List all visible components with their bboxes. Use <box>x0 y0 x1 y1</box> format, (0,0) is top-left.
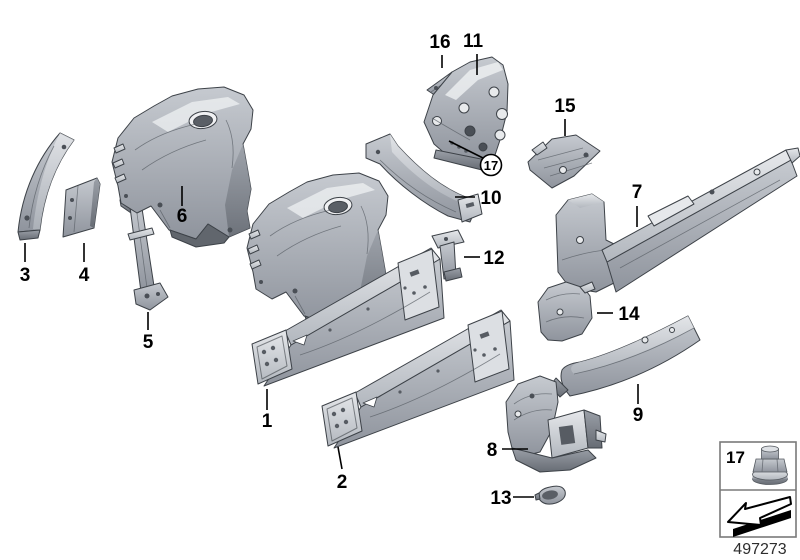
callout-7: 7 <box>632 182 643 227</box>
part-15-ribbed-plate <box>527 134 601 189</box>
legend-fastener-label[interactable]: 17 <box>726 448 745 467</box>
callout-label-15[interactable]: 15 <box>554 96 576 117</box>
callout-3: 3 <box>20 243 31 286</box>
callout-8: 8 <box>487 440 528 461</box>
callout-9: 9 <box>633 384 644 426</box>
leader-line <box>337 446 343 470</box>
callout-label-12[interactable]: 12 <box>483 248 504 269</box>
part-12-angle-bracket <box>431 229 465 282</box>
callout-label-9[interactable]: 9 <box>633 405 644 426</box>
callout-label-7[interactable]: 7 <box>632 182 643 203</box>
part-8-wheelhouse-bracket <box>505 375 607 473</box>
callout-label-5[interactable]: 5 <box>143 332 154 353</box>
callout-label-11[interactable]: 11 <box>463 31 484 52</box>
callout-16: 16 <box>429 32 451 68</box>
callout-label-17[interactable]: 17 <box>484 158 498 173</box>
part-4-panel <box>62 177 101 238</box>
callout-10: 10 <box>455 188 502 209</box>
part-9-support-rail <box>549 315 701 398</box>
callouts: 1 2 3 4 5 6 7 8 9 10 11 12 13 14 15 16 1… <box>20 31 644 509</box>
callout-label-16[interactable]: 16 <box>429 32 450 53</box>
callout-12: 12 <box>464 248 505 269</box>
callout-label-8[interactable]: 8 <box>487 440 498 461</box>
flange-nut-icon <box>752 445 788 485</box>
drawing-number: 497273 <box>733 541 786 558</box>
part-7-side-member-extension <box>555 147 800 293</box>
callout-2: 2 <box>337 446 348 493</box>
callout-label-1[interactable]: 1 <box>262 411 273 432</box>
leader-line <box>448 140 484 159</box>
callout-circle <box>479 153 503 177</box>
callout-label-13[interactable]: 13 <box>490 488 511 509</box>
part-11-apron-plate <box>423 56 509 171</box>
callout-14: 14 <box>597 304 640 325</box>
callout-13: 13 <box>490 488 534 509</box>
callout-label-3[interactable]: 3 <box>20 265 31 286</box>
callout-label-14[interactable]: 14 <box>618 304 640 325</box>
part-13-cap <box>534 485 566 505</box>
part-1-engine-support-left <box>246 172 445 387</box>
callout-label-10[interactable]: 10 <box>480 188 501 209</box>
callout-label-6[interactable]: 6 <box>177 206 188 227</box>
callout-6: 6 <box>177 186 188 227</box>
callout-1: 1 <box>262 389 273 432</box>
direction-arrow-icon <box>727 496 792 537</box>
callout-4: 4 <box>79 243 90 286</box>
legend-box[interactable]: 17 <box>719 441 797 538</box>
callout-label-4[interactable]: 4 <box>79 265 90 286</box>
callout-17-circled: 17 <box>448 140 503 177</box>
callout-15: 15 <box>554 96 576 136</box>
part-3-wheel-arch-strut <box>17 132 75 241</box>
callout-label-2[interactable]: 2 <box>337 472 348 493</box>
part-14-bracket <box>537 281 596 342</box>
callout-11: 11 <box>463 31 484 75</box>
callout-5: 5 <box>143 312 154 353</box>
